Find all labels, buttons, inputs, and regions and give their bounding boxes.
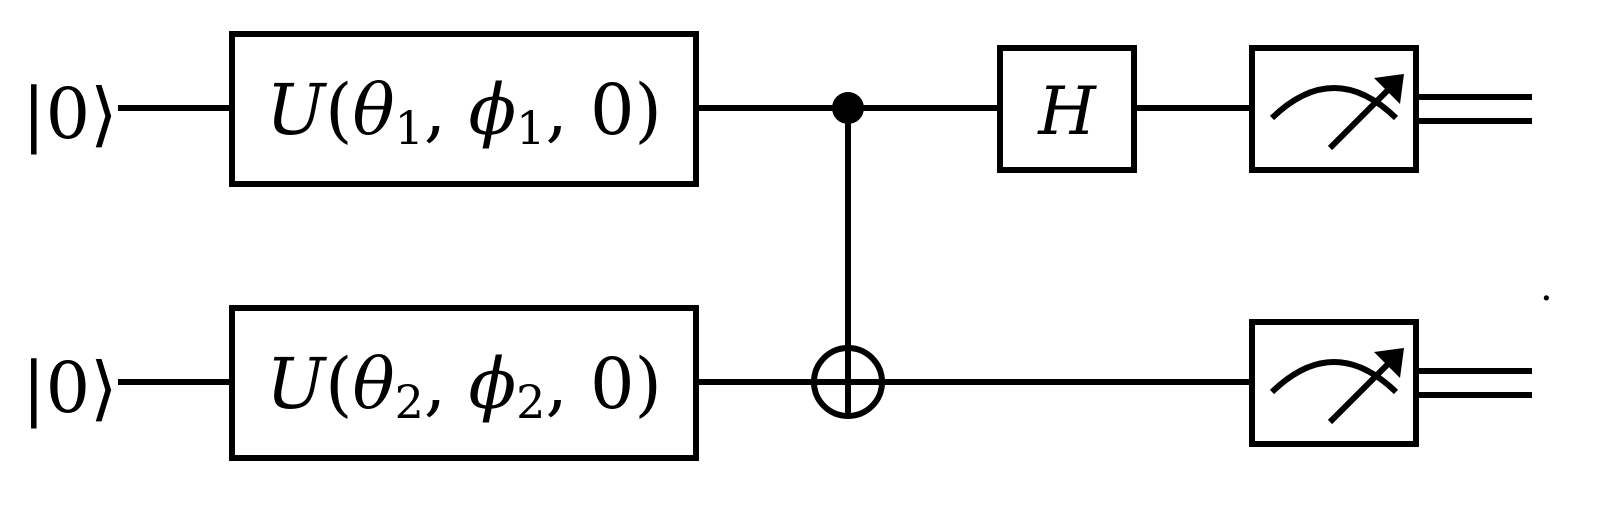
u-gate-1-label: U(θ1, ϕ1, 0) — [266, 69, 662, 155]
classical-wire-1 — [1416, 94, 1532, 124]
meter-icon — [1269, 80, 1399, 151]
trailing-period: . — [1540, 264, 1553, 310]
measurement-2 — [1249, 319, 1419, 447]
qubit-1-input-state: |0⟩ — [22, 73, 117, 155]
cnot-control-dot — [832, 92, 864, 124]
u-gate-2-label: U(θ2, ϕ2, 0) — [266, 343, 662, 429]
classical-wire-2 — [1416, 368, 1532, 398]
hadamard-gate-label: H — [1037, 73, 1097, 150]
hadamard-gate: H — [997, 45, 1137, 173]
qubit-2: |0⟩ U(θ2, ϕ2, 0) — [22, 305, 1532, 461]
cnot-gate — [811, 92, 885, 419]
qubit-1: |0⟩ U(θ1, ϕ1, 0) H — [22, 31, 1532, 187]
measurement-1 — [1249, 45, 1419, 173]
qubit-2-input-state: |0⟩ — [22, 347, 117, 429]
u-gate-2-box — [229, 305, 699, 461]
u-gate-1-box — [229, 31, 699, 187]
hadamard-gate-box — [997, 45, 1137, 173]
measurement-2-box — [1249, 319, 1419, 447]
u-gate-1: U(θ1, ϕ1, 0) — [229, 31, 699, 187]
meter-icon — [1269, 354, 1399, 425]
meter-arrow-icon — [1374, 74, 1404, 104]
meter-arrow-icon — [1374, 348, 1404, 378]
measurement-1-box — [1249, 45, 1419, 173]
u-gate-2: U(θ2, ϕ2, 0) — [229, 305, 699, 461]
